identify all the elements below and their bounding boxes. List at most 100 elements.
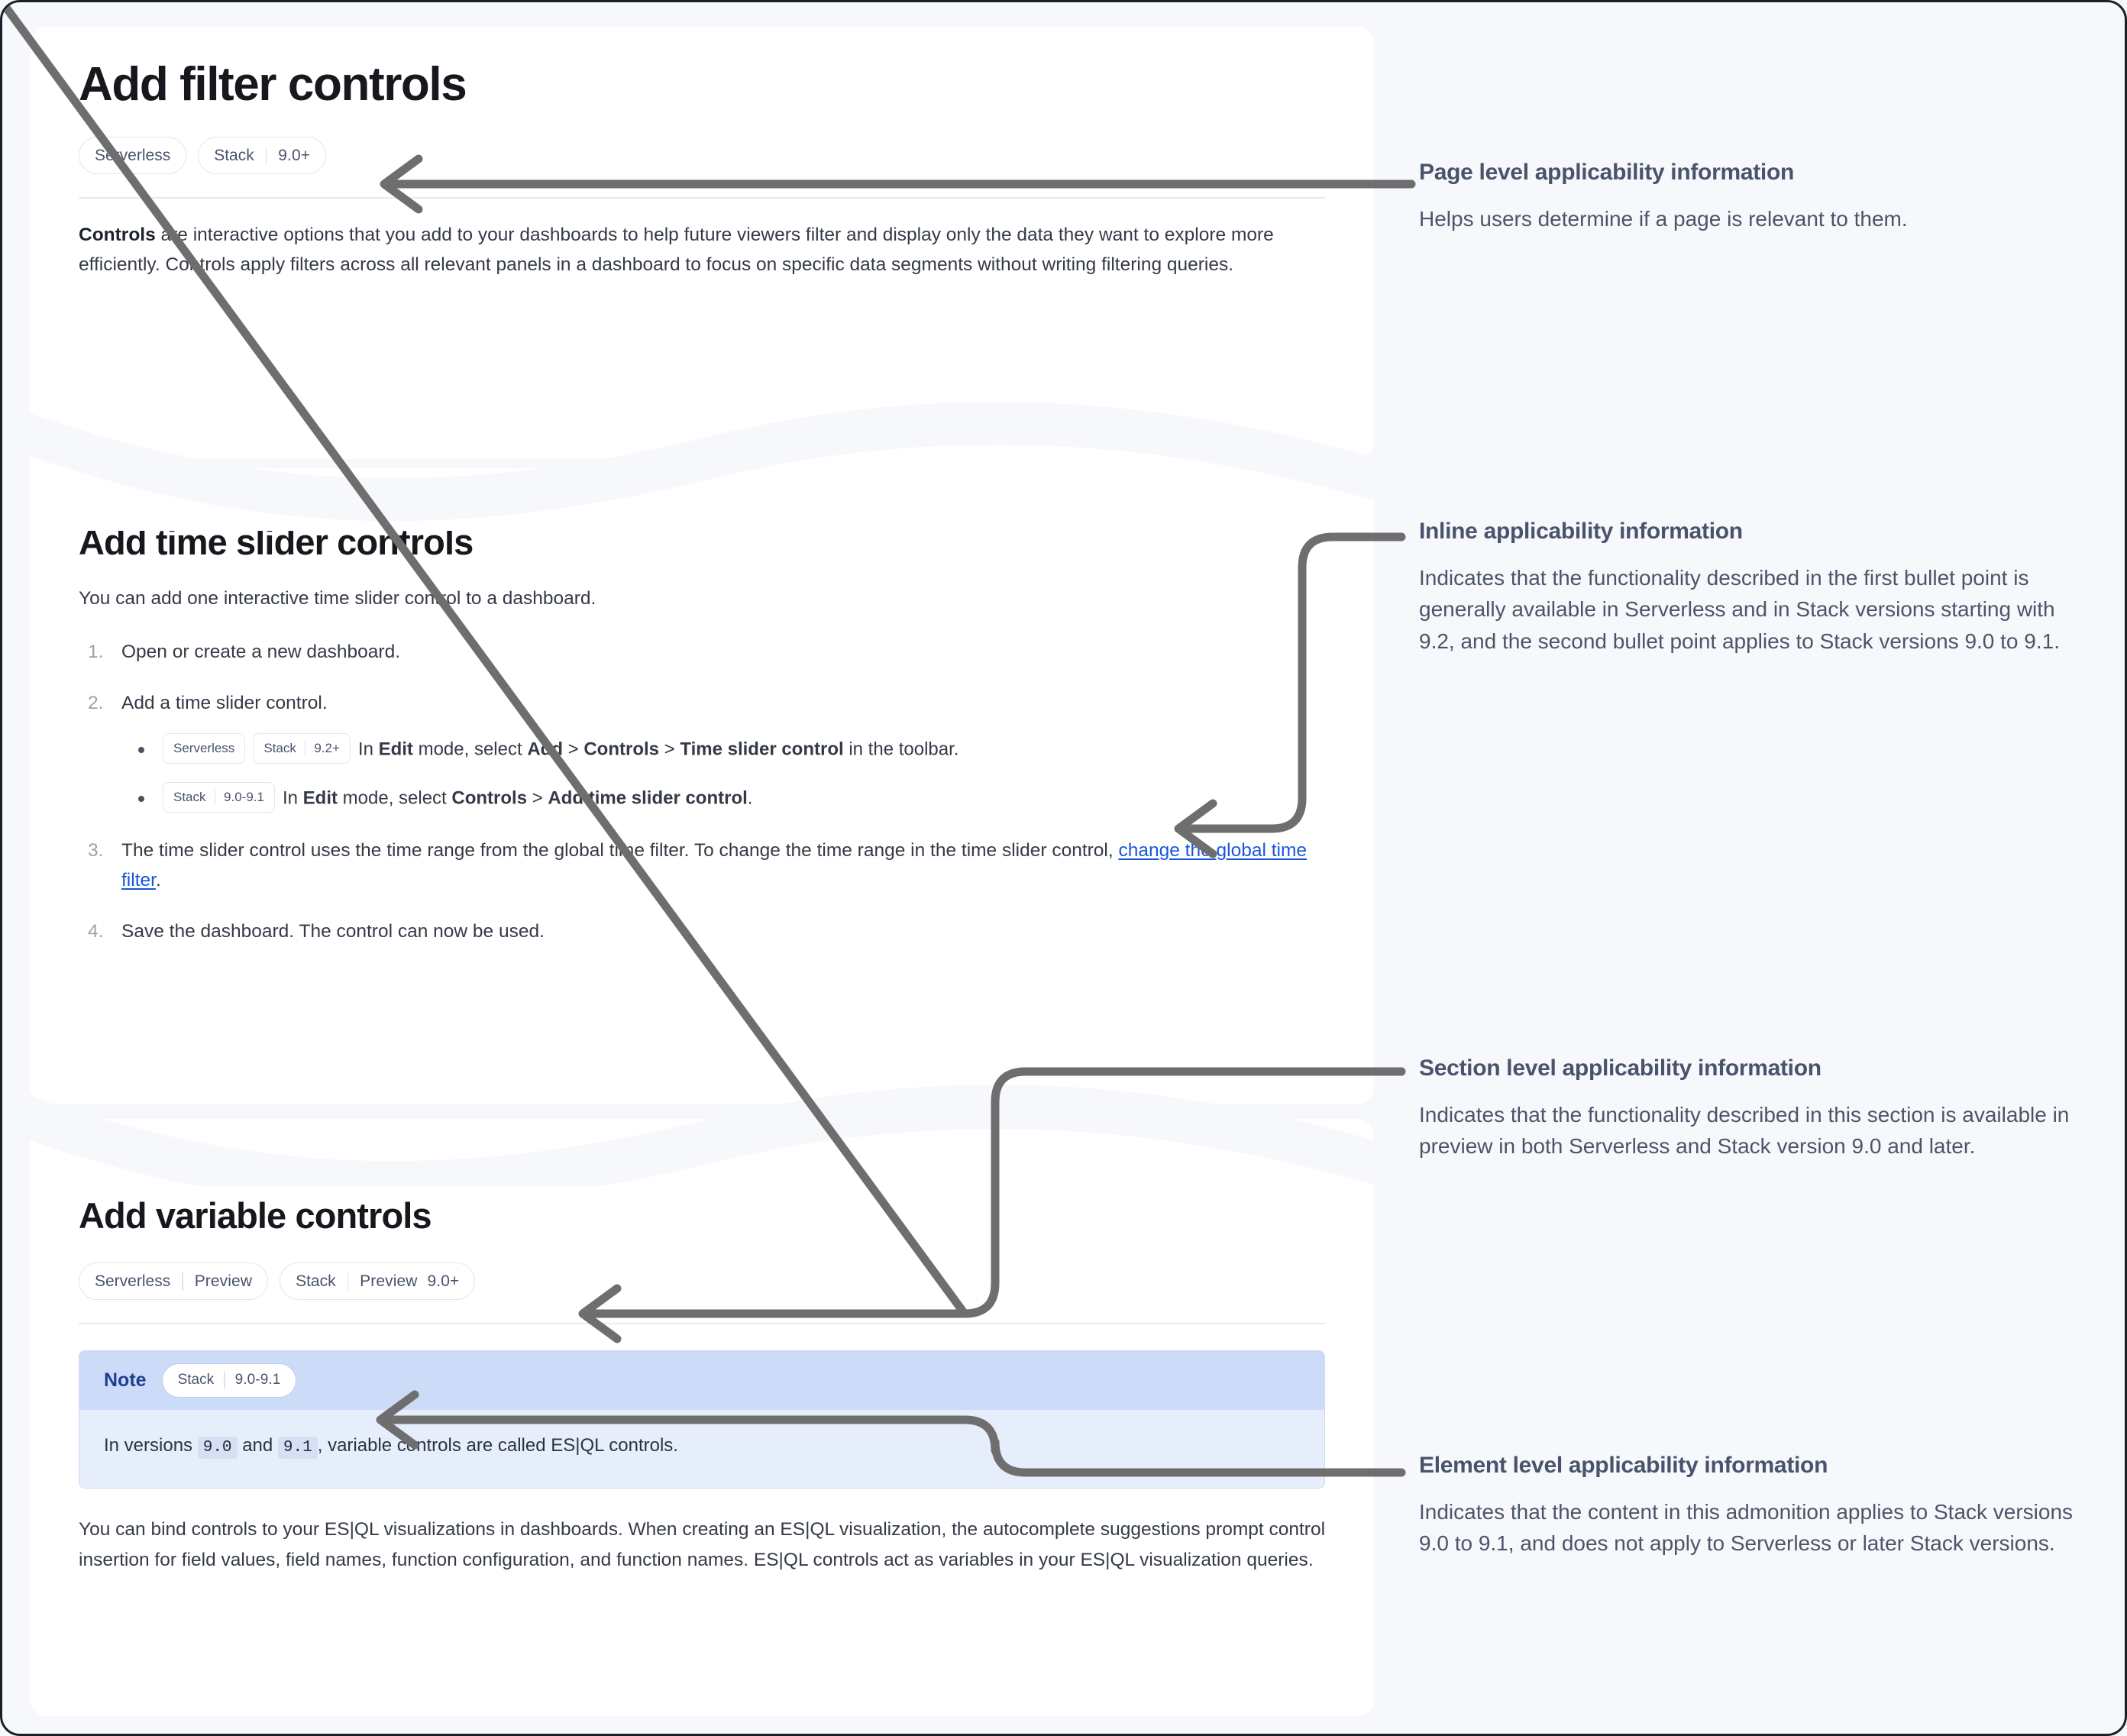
annotation-title: Section level applicability information — [1419, 1056, 1822, 1081]
badge-lifecycle-name: Stack — [296, 1272, 336, 1290]
step-text: Save the dashboard. The control can now … — [121, 921, 545, 942]
page-applicability-badges: Serverless Stack 9.0+ — [79, 137, 1325, 175]
applicability-badge[interactable]: Serverless Preview — [79, 1262, 269, 1301]
section-divider — [79, 1323, 1325, 1324]
step-item: Open or create a new dashboard. — [88, 637, 1325, 667]
inline-text: in the toolbar. — [843, 739, 959, 760]
inline-text: In versions — [104, 1434, 198, 1456]
badge-version-value: 9.0-9.1 — [224, 789, 264, 804]
applicability-badge[interactable]: Stack 9.0-9.1 — [163, 782, 275, 813]
inline-text: . — [155, 870, 161, 891]
inline-text: > — [527, 787, 548, 809]
lede-rest: are interactive options that you add to … — [79, 224, 1274, 276]
time-slider-intro: You can add one interactive time slider … — [79, 588, 596, 609]
badge-version-value: Preview — [194, 1272, 253, 1290]
step-text: Open or create a new dashboard. — [121, 641, 401, 662]
step-text: Add a time slider control. — [121, 692, 328, 713]
badge-version-value: 9.0+ — [278, 146, 311, 164]
applicability-badge[interactable]: Stack 9.0-9.1 — [161, 1363, 297, 1398]
inline-strong: Controls — [583, 739, 660, 760]
annotation-section-level: Section level applicability information … — [1419, 1055, 2076, 1162]
badge-separator-icon — [224, 1372, 225, 1389]
annotation-text: Helps users determine if a page is relev… — [1419, 207, 1908, 231]
bullet-item: Stack 9.0-9.1 In Edit mode, select Control… — [138, 782, 1325, 814]
note-header: Note Stack 9.0-9.1 — [79, 1350, 1324, 1410]
inline-strong: Controls — [451, 787, 528, 809]
annotation-title: Page level applicability information — [1419, 160, 1794, 185]
inline-text: mode, select — [337, 787, 452, 809]
badge-lifecycle-name: Stack — [177, 1372, 215, 1388]
note-applicability-badges: Stack 9.0-9.1 — [161, 1363, 297, 1398]
badge-lifecycle-name: Stack — [173, 789, 206, 804]
time-slider-section-card: Add time slider controls You can add one… — [30, 468, 1374, 1104]
applicability-badge[interactable]: Serverless — [79, 137, 187, 175]
lede-bold-lead: Controls — [79, 224, 156, 245]
badge-lifecycle-name: Serverless — [95, 1272, 171, 1290]
inline-code: 9.1 — [277, 1436, 318, 1459]
applicability-badge[interactable]: Stack Preview 9.0+ — [280, 1262, 476, 1301]
inline-strong: Add time slider control — [548, 787, 748, 809]
badge-version-value: 9.0-9.1 — [234, 1372, 281, 1388]
title-divider — [79, 197, 1325, 199]
bullet-text: In Edit mode, select Controls > Add time… — [283, 787, 753, 808]
badge-version-value: 9.2+ — [314, 740, 340, 755]
page-title: Add filter controls — [79, 58, 467, 111]
badge-separator-icon — [214, 790, 216, 806]
inline-text: , variable controls are called ES|QL con… — [317, 1434, 678, 1456]
annotation-text: Indicates that the content in this admon… — [1419, 1500, 2074, 1556]
note-body: In versions 9.0 and 9.1, variable contro… — [79, 1409, 1324, 1489]
inline-text: . — [747, 787, 753, 809]
inline-text: In — [357, 739, 379, 760]
inline-code: 9.0 — [197, 1436, 238, 1459]
badge-separator-icon — [304, 741, 306, 757]
time-slider-step-list: Open or create a new dashboard. Add a tim… — [79, 637, 1325, 947]
bullet-item: Serverless Stack 9.2+ In Edit mode, select … — [138, 733, 1325, 765]
step-item: Save the dashboard. The control can now … — [88, 916, 1325, 946]
annotation-element-level: Element level applicability information … — [1419, 1452, 2076, 1560]
annotation-page-level: Page level applicability information Hel… — [1419, 159, 2076, 234]
inline-text: The time slider control uses the time ra… — [121, 840, 1119, 862]
section-title-variable-controls: Add variable controls — [79, 1195, 432, 1236]
inline-text: mode, select — [412, 739, 528, 760]
annotation-text: Indicates that the functionality describ… — [1419, 1103, 2070, 1159]
annotation-title: Inline applicability information — [1419, 519, 1743, 544]
inline-strong: Edit — [302, 787, 338, 809]
badge-separator-icon — [265, 146, 267, 165]
inline-text: > — [659, 739, 680, 760]
step-item: The time slider control uses the time ra… — [88, 836, 1325, 895]
badge-lifecycle-name: Stack — [263, 740, 296, 755]
inline-strong: Edit — [378, 739, 413, 760]
inline-strong: Time slider control — [680, 739, 844, 760]
annotation-text: Indicates that the functionality describ… — [1419, 566, 2060, 653]
inline-text: In — [282, 787, 303, 809]
badge-version-value: 9.0+ — [427, 1272, 460, 1290]
step-text: The time slider control uses the time ra… — [121, 840, 1307, 891]
annotation-inline-level: Inline applicability information Indicat… — [1419, 518, 2076, 657]
annotation-title: Element level applicability information — [1419, 1453, 1828, 1478]
note-admonition: Note Stack 9.0-9.1 In versions 9.0 and 9.… — [79, 1350, 1325, 1489]
bullet-text: In Edit mode, select Add > Controls > Ti… — [358, 739, 959, 759]
badge-lifecycle-name: Serverless — [173, 740, 235, 755]
section-title-time-slider: Add time slider controls — [79, 522, 474, 562]
page-lede-paragraph: Controls are interactive options that yo… — [79, 220, 1285, 280]
inline-strong: Add — [527, 739, 563, 760]
annotation-column: Page level applicability information Hel… — [1419, 2, 2106, 1734]
applicability-badge[interactable]: Serverless — [163, 733, 246, 765]
inline-text: > — [562, 739, 584, 760]
applicability-badge[interactable]: Stack 9.0+ — [198, 137, 327, 175]
badge-lifecycle-name: Serverless — [95, 146, 171, 164]
applicability-badge[interactable]: Stack 9.2+ — [253, 733, 351, 765]
badge-version-value: Preview — [360, 1272, 418, 1290]
note-label: Note — [104, 1369, 147, 1391]
section-applicability-badges: Serverless Preview Stack Preview 9.0+ — [79, 1262, 1325, 1301]
badge-separator-icon — [347, 1272, 349, 1291]
inline-text: and — [237, 1434, 278, 1456]
badge-separator-icon — [182, 1272, 183, 1291]
badge-lifecycle-name: Stack — [214, 146, 254, 164]
